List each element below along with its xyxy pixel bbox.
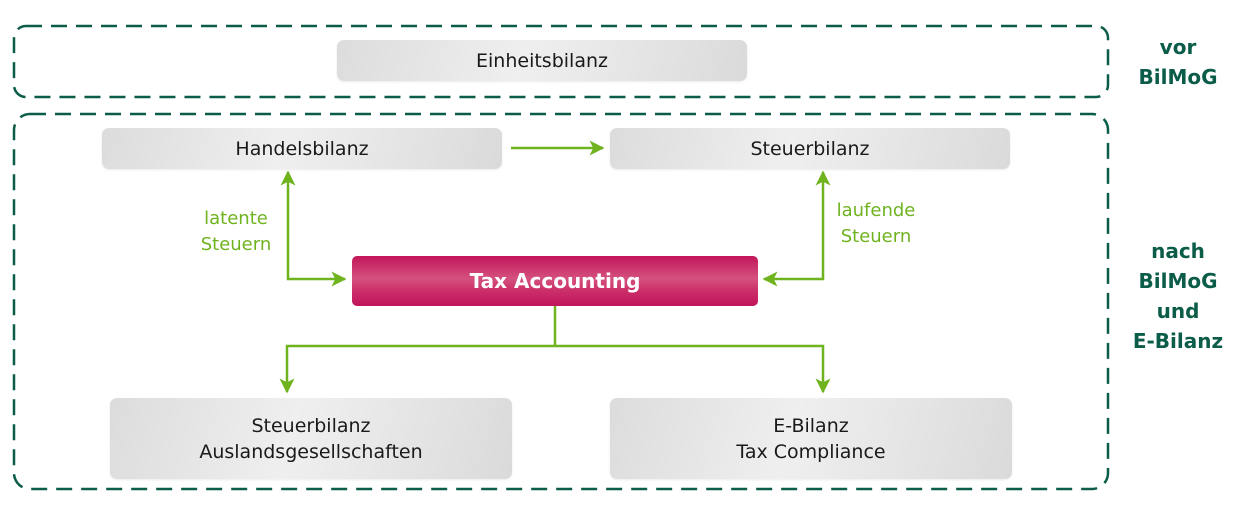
bottom-right-line-2: Tax Compliance — [736, 440, 886, 463]
arrow-laufende-steuern — [762, 170, 831, 287]
bottom-right-line-1: E-Bilanz — [773, 414, 849, 437]
side-label-before: vor BilMoG — [1108, 32, 1248, 92]
tax-accounting-box: Tax Accounting — [352, 256, 758, 306]
side-label-after-line-3: und — [1156, 299, 1200, 323]
side-label-before-line-1: vor — [1159, 35, 1197, 59]
einheitsbilanz-label: Einheitsbilanz — [476, 49, 608, 72]
side-label-after: nach BilMoG und E-Bilanz — [1108, 236, 1248, 356]
bottom-left-line-1: Steuerbilanz — [251, 414, 371, 437]
latente-steuern-label: latente Steuern — [188, 206, 284, 258]
steuerbilanz-label: Steuerbilanz — [750, 137, 870, 160]
region-before-bilmog — [12, 24, 1110, 99]
laufende-steuern-line-1: laufende — [836, 200, 916, 221]
handelsbilanz-label: Handelsbilanz — [235, 137, 369, 160]
latente-steuern-line-1: latente — [204, 208, 268, 229]
e-bilanz-tax-compliance-box: E-Bilanz Tax Compliance — [610, 398, 1012, 479]
handelsbilanz-box: Handelsbilanz — [102, 128, 502, 169]
bottom-left-line-2: Auslandsgesellschaften — [199, 440, 423, 463]
side-label-after-line-2: BilMoG — [1138, 269, 1218, 293]
arrow-to-auslandsgesellschaften — [279, 344, 555, 394]
steuerbilanz-auslandsgesellschaften-box: Steuerbilanz Auslandsgesellschaften — [110, 398, 512, 479]
arrow-to-e-bilanz — [555, 344, 831, 394]
steuerbilanz-box: Steuerbilanz — [610, 128, 1010, 169]
region-after-bilmog — [12, 112, 1110, 491]
arrow-latente-steuern — [280, 170, 347, 287]
tax-accounting-label: Tax Accounting — [469, 269, 641, 293]
einheitsbilanz-box: Einheitsbilanz — [337, 40, 747, 81]
laufende-steuern-line-2: Steuern — [840, 226, 912, 247]
side-label-after-line-4: E-Bilanz — [1132, 329, 1224, 353]
side-label-before-line-2: BilMoG — [1138, 65, 1218, 89]
latente-steuern-line-2: Steuern — [200, 234, 272, 255]
side-label-after-line-1: nach — [1151, 239, 1205, 263]
laufende-steuern-label: laufende Steuern — [826, 198, 926, 250]
